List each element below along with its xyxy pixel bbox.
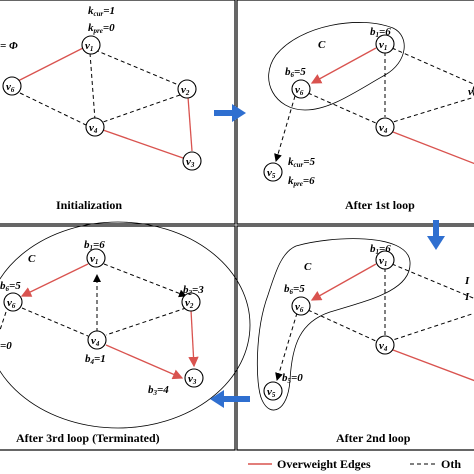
node-v3: v3 xyxy=(184,368,204,388)
svg-text:v3: v3 xyxy=(188,373,197,386)
svg-text:v4: v4 xyxy=(89,122,98,135)
p2-C-label: C xyxy=(318,39,326,51)
p2-b6-label: b6=5 xyxy=(285,66,306,79)
svg-text:v1: v1 xyxy=(90,253,98,266)
panel1-nodes: v1 v6 v2 v4 v3 xyxy=(2,35,202,171)
caption-second-loop: After 2nd loop xyxy=(336,431,411,445)
panel2-graph xyxy=(274,47,474,165)
svg-text:v4: v4 xyxy=(379,122,388,135)
node-v6: v6 xyxy=(3,292,23,312)
p1-init-set: = Φ xyxy=(0,40,18,52)
p4-cut-label-mid: I xyxy=(464,291,470,303)
node-v1: v1 xyxy=(86,248,106,268)
caption-third-loop: After 3rd loop (Terminated) xyxy=(16,431,160,445)
svg-text:v: v xyxy=(468,86,473,98)
node-v2: v2 xyxy=(181,292,201,312)
node-v4: v4 xyxy=(375,117,395,137)
node-v6: v6 xyxy=(2,76,22,96)
legend: Overweight Edges Oth xyxy=(248,457,461,471)
p4-cluster-outline xyxy=(256,238,411,411)
p4-b1-label: b1=6 xyxy=(370,243,391,256)
svg-text:v5: v5 xyxy=(267,167,276,180)
panel-third-loop xyxy=(0,225,236,451)
p4-cut-label-top: I xyxy=(464,275,470,287)
p4-C-label: C xyxy=(304,261,312,273)
node-v4: v4 xyxy=(87,330,107,350)
p3-b1-label: b1=6 xyxy=(84,239,105,252)
p4-b5-label: b5=0 xyxy=(282,372,303,385)
p3-b6-label: b6=5 xyxy=(0,280,21,293)
panel4-nodes: v1 v6 v4 v5 xyxy=(263,250,395,401)
caption-first-loop: After 1st loop xyxy=(345,198,415,212)
node-v5: v5 xyxy=(263,381,283,401)
svg-text:v3: v3 xyxy=(186,156,195,169)
panel2-nodes: v1 v6 v v4 v5 xyxy=(263,34,474,182)
svg-text:v6: v6 xyxy=(7,297,16,310)
node-v1: v1 xyxy=(375,250,395,270)
legend-overweight-label: Overweight Edges xyxy=(277,457,371,471)
down-arrow-icon xyxy=(427,220,445,250)
p2-kcur-label: kcur=5 xyxy=(288,156,316,169)
p3-C-label: C xyxy=(28,253,36,265)
panel3-nodes: v1 v6 v2 v4 v3 xyxy=(3,248,204,388)
node-v1: v1 xyxy=(375,34,395,54)
node-v4: v4 xyxy=(375,335,395,355)
caption-initialization: Initialization xyxy=(56,198,122,212)
svg-text:v1: v1 xyxy=(379,39,387,52)
panel-first-loop xyxy=(236,0,474,225)
svg-text:v6: v6 xyxy=(295,84,304,97)
p3-b2-label: b2=3 xyxy=(183,284,204,297)
p2-b1-label: b1=6 xyxy=(370,26,391,39)
svg-text:v6: v6 xyxy=(295,301,304,314)
panel-second-loop xyxy=(236,225,474,451)
p2-kpre-label: kpre=6 xyxy=(288,175,315,188)
node-v4: v4 xyxy=(85,117,105,137)
svg-text:v5: v5 xyxy=(267,386,276,399)
p3-b5-partial: =0 xyxy=(0,340,12,352)
node-v6: v6 xyxy=(291,296,311,316)
panel3-graph xyxy=(0,263,199,380)
node-v6: v6 xyxy=(291,79,311,99)
p1-kpre-label: kpre=0 xyxy=(88,22,115,35)
panel-initialization xyxy=(0,0,236,225)
left-arrow-icon xyxy=(210,390,250,408)
legend-other-label: Oth xyxy=(441,457,461,471)
svg-text:v4: v4 xyxy=(91,335,100,348)
svg-text:v1: v1 xyxy=(85,40,93,53)
p4-b6-label: b6=5 xyxy=(284,283,305,296)
node-v3: v3 xyxy=(182,151,202,171)
panel1-graph xyxy=(13,46,193,159)
node-v5: v5 xyxy=(263,162,283,182)
node-v2: v2 xyxy=(177,79,197,99)
p3-b3-label: b3=4 xyxy=(148,384,169,397)
right-arrow-icon xyxy=(214,104,246,122)
p1-kcur-label: kcur=1 xyxy=(88,5,115,18)
p3-b4-label: b4=1 xyxy=(85,353,106,366)
node-v1: v1 xyxy=(81,35,101,55)
svg-text:v6: v6 xyxy=(6,81,15,94)
svg-text:v1: v1 xyxy=(379,255,387,268)
svg-text:v4: v4 xyxy=(379,340,388,353)
p3-cluster-outline xyxy=(0,221,251,429)
svg-text:v2: v2 xyxy=(185,297,194,310)
svg-text:v2: v2 xyxy=(181,84,190,97)
panel4-graph xyxy=(275,263,474,382)
node-v2-partial: v xyxy=(468,85,474,98)
